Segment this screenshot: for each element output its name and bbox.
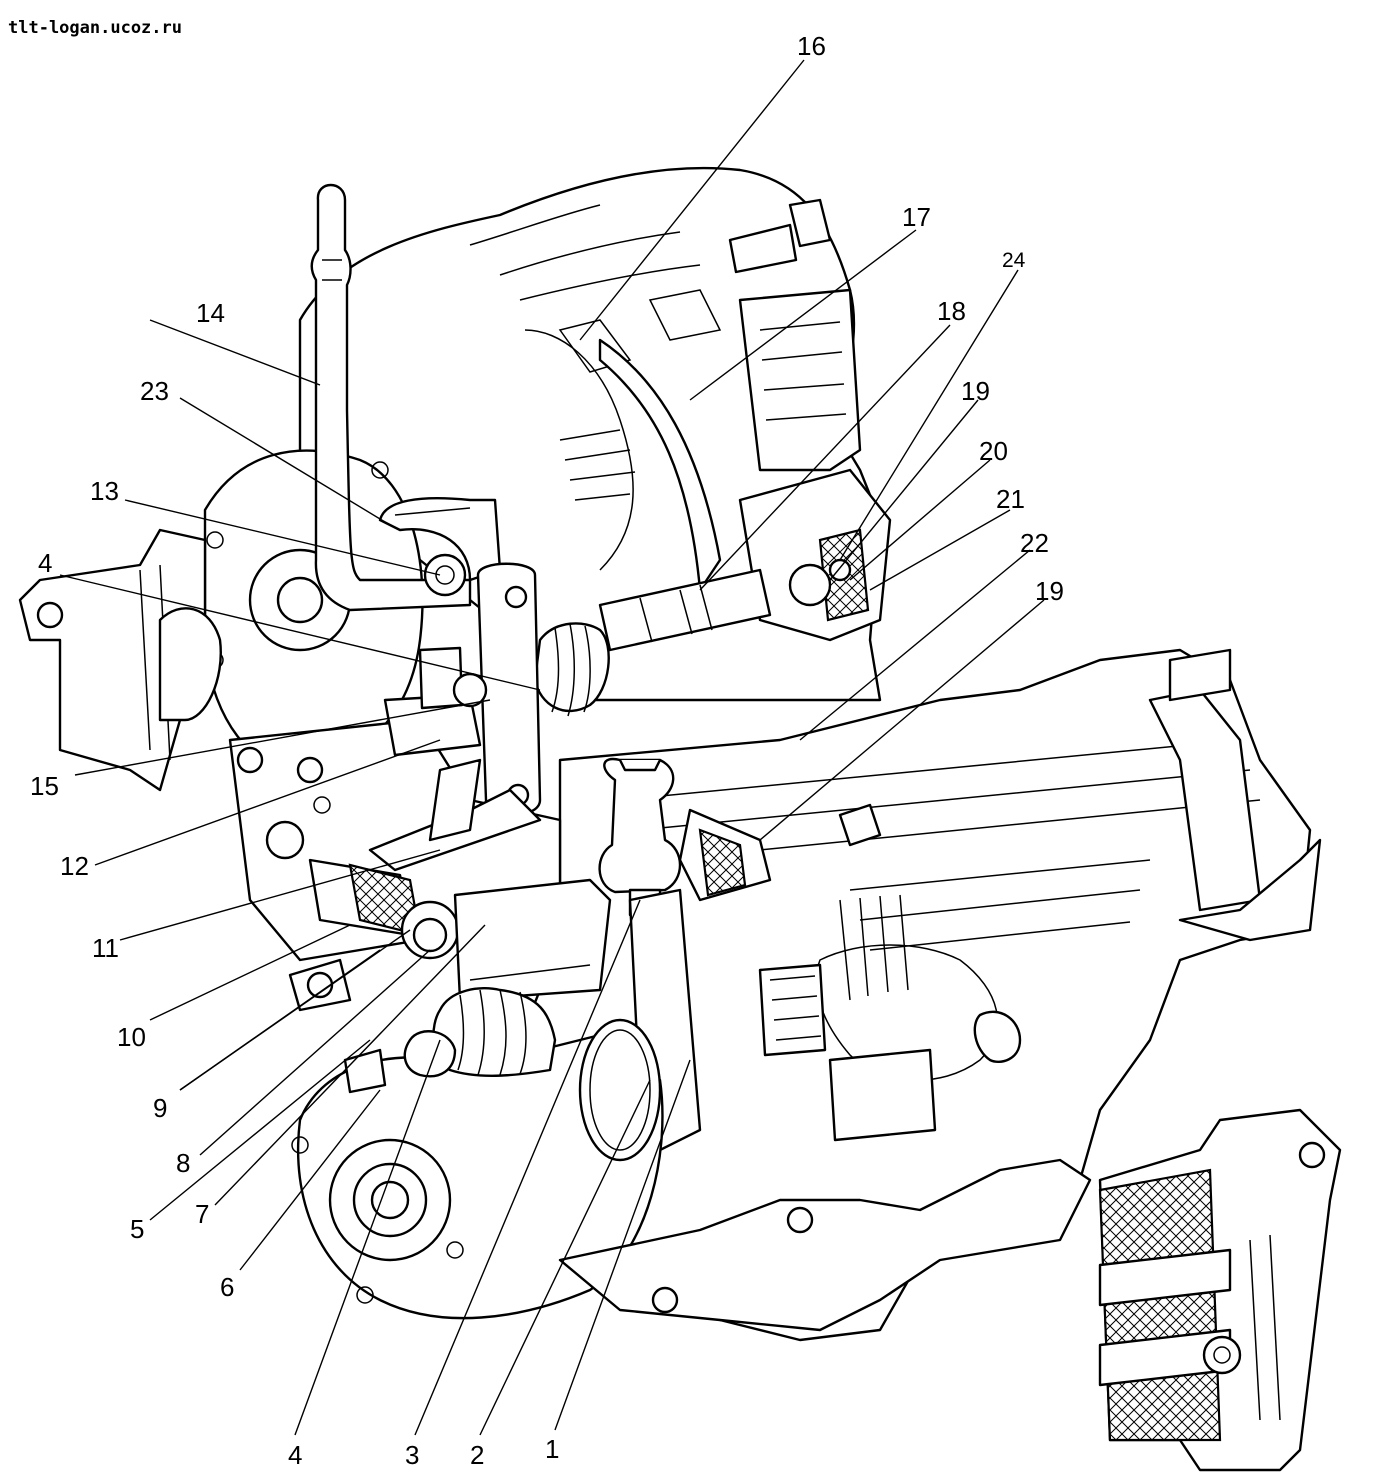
ring-gear <box>578 1018 662 1162</box>
bottom-plate <box>558 1158 1092 1332</box>
gear-lever <box>310 183 472 612</box>
transmission-illustration <box>18 166 1342 1472</box>
callout-4-upper: 4 <box>38 548 52 578</box>
ball-joint <box>423 553 467 597</box>
callout-24: 24 <box>1002 249 1026 272</box>
callout-16: 16 <box>797 31 826 61</box>
callout-3: 3 <box>405 1440 419 1470</box>
watermark-text: tlt-logan.ucoz.ru <box>8 18 182 38</box>
callout-12: 12 <box>60 851 89 881</box>
upper-right-block <box>738 288 862 472</box>
callout-11: 11 <box>92 933 119 963</box>
callout-10: 10 <box>117 1022 146 1052</box>
rubber-cushion <box>1098 1168 1222 1442</box>
callout-21: 21 <box>996 484 1025 514</box>
callout-18: 18 <box>937 296 966 326</box>
selector-boot <box>533 622 610 713</box>
callout-6: 6 <box>220 1272 234 1302</box>
connecting-tube <box>453 878 612 1002</box>
callout-4-lower: 4 <box>288 1440 302 1470</box>
callouts: 16 17 24 18 19 20 21 22 19 14 23 13 4 15… <box>30 31 1064 1470</box>
callout-5: 5 <box>130 1214 144 1244</box>
callout-15: 15 <box>30 771 59 801</box>
callout-19-lower: 19 <box>1035 576 1064 606</box>
callout-8: 8 <box>176 1148 190 1178</box>
callout-23: 23 <box>140 376 169 406</box>
callout-9: 9 <box>153 1093 167 1123</box>
callout-13: 13 <box>90 476 119 506</box>
callout-2: 2 <box>470 1440 484 1470</box>
callout-7: 7 <box>195 1199 209 1229</box>
callout-22: 22 <box>1020 528 1049 558</box>
callout-17: 17 <box>902 202 931 232</box>
callout-14: 14 <box>196 298 225 328</box>
callout-19-upper: 19 <box>961 376 990 406</box>
leader-lines <box>59 59 1045 1436</box>
reverse-light-switch <box>598 757 682 894</box>
callout-20: 20 <box>979 436 1008 466</box>
callout-1: 1 <box>545 1434 559 1464</box>
